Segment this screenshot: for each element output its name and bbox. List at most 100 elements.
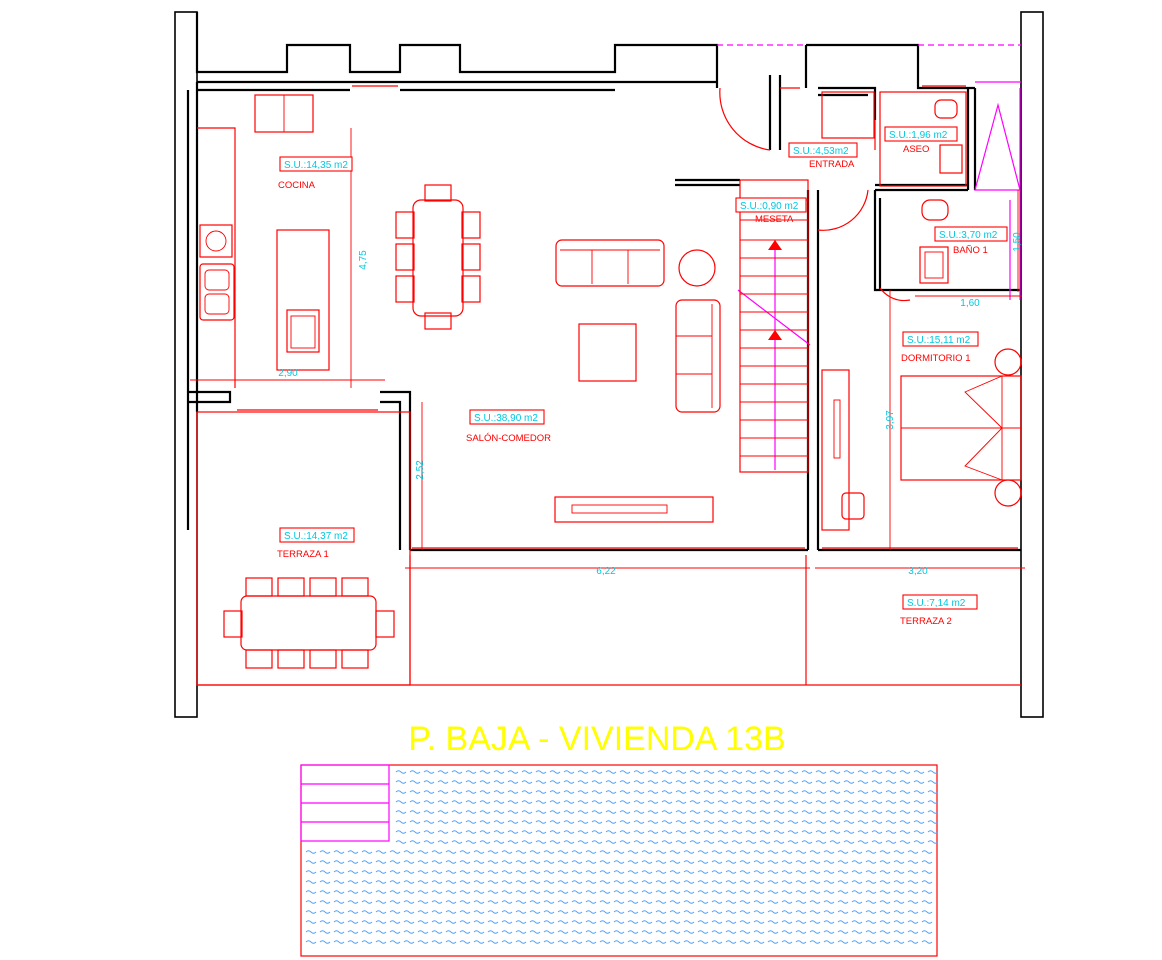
water-wave	[675, 790, 687, 794]
water-wave	[753, 890, 765, 894]
water-wave	[703, 810, 715, 814]
water-wave	[431, 940, 443, 944]
water-wave	[893, 910, 905, 914]
water-wave	[879, 920, 891, 924]
water-wave	[333, 870, 345, 874]
water-wave	[669, 910, 681, 914]
water-wave	[865, 920, 877, 924]
water-wave	[725, 920, 737, 924]
water-wave	[305, 860, 317, 864]
water-wave	[543, 880, 555, 884]
water-wave	[913, 840, 925, 844]
water-wave	[319, 880, 331, 884]
water-wave	[641, 920, 653, 924]
water-wave	[431, 900, 443, 904]
pool-water	[305, 770, 939, 944]
water-wave	[865, 870, 877, 874]
water-wave	[437, 820, 449, 824]
water-wave	[599, 940, 611, 944]
water-wave	[697, 940, 709, 944]
meseta-area: S.U.:0,90 m2	[740, 201, 799, 212]
water-wave	[843, 820, 855, 824]
water-wave	[501, 940, 513, 944]
water-wave	[871, 820, 883, 824]
water-wave	[837, 910, 849, 914]
water-wave	[711, 900, 723, 904]
water-wave	[683, 850, 695, 854]
water-wave	[773, 800, 785, 804]
water-wave	[711, 860, 723, 864]
water-wave	[703, 830, 715, 834]
water-wave	[641, 930, 653, 934]
water-wave	[669, 900, 681, 904]
water-wave	[641, 870, 653, 874]
water-wave	[739, 850, 751, 854]
plan-title: P. BAJA - VIVIENDA 13B	[408, 720, 785, 758]
water-wave	[661, 770, 673, 774]
water-wave	[837, 920, 849, 924]
water-wave	[563, 820, 575, 824]
water-wave	[675, 800, 687, 804]
water-wave	[557, 860, 569, 864]
water-wave	[605, 820, 617, 824]
water-wave	[865, 860, 877, 864]
water-wave	[711, 890, 723, 894]
water-wave	[459, 880, 471, 884]
water-wave	[627, 940, 639, 944]
water-wave	[815, 780, 827, 784]
water-wave	[725, 880, 737, 884]
water-wave	[781, 880, 793, 884]
water-wave	[445, 870, 457, 874]
water-wave	[437, 790, 449, 794]
water-wave	[347, 900, 359, 904]
water-wave	[745, 780, 757, 784]
water-wave	[893, 850, 905, 854]
water-wave	[837, 930, 849, 934]
water-wave	[501, 880, 513, 884]
water-wave	[333, 880, 345, 884]
water-wave	[347, 870, 359, 874]
water-wave	[543, 930, 555, 934]
water-wave	[479, 810, 491, 814]
water-wave	[515, 850, 527, 854]
water-wave	[837, 900, 849, 904]
water-wave	[879, 910, 891, 914]
water-wave	[647, 790, 659, 794]
water-wave	[753, 850, 765, 854]
water-wave	[501, 910, 513, 914]
water-wave	[557, 870, 569, 874]
water-wave	[711, 850, 723, 854]
water-wave	[591, 800, 603, 804]
water-wave	[571, 880, 583, 884]
water-wave	[507, 840, 519, 844]
water-wave	[493, 840, 505, 844]
water-wave	[493, 830, 505, 834]
water-wave	[585, 880, 597, 884]
water-wave	[305, 850, 317, 854]
water-wave	[507, 770, 519, 774]
water-wave	[899, 830, 911, 834]
water-wave	[577, 820, 589, 824]
water-wave	[843, 830, 855, 834]
water-wave	[451, 830, 463, 834]
water-wave	[333, 940, 345, 944]
water-wave	[683, 920, 695, 924]
water-wave	[599, 880, 611, 884]
water-wave	[669, 870, 681, 874]
dimension-labels: 4,75 2,90 2,52 6,22 1,50 1,60 3,97 3,20	[278, 232, 1023, 577]
water-wave	[795, 850, 807, 854]
water-wave	[809, 890, 821, 894]
water-wave	[683, 940, 695, 944]
water-wave	[487, 940, 499, 944]
water-wave	[521, 780, 533, 784]
water-wave	[753, 880, 765, 884]
water-wave	[361, 920, 373, 924]
water-wave	[515, 880, 527, 884]
water-wave	[927, 830, 939, 834]
terraza1-area: S.U.:14,37 m2	[284, 531, 348, 542]
water-wave	[829, 840, 841, 844]
water-wave	[605, 770, 617, 774]
water-wave	[745, 800, 757, 804]
water-wave	[697, 870, 709, 874]
water-wave	[543, 850, 555, 854]
